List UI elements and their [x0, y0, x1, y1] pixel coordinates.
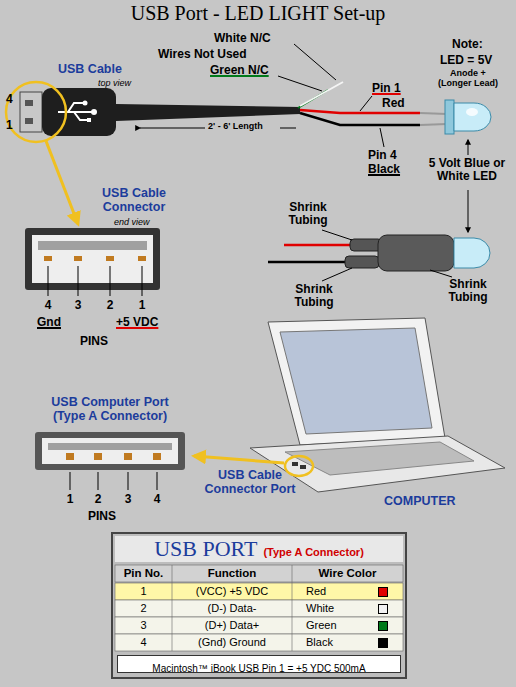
footnote-box: Macintosh™ iBook USB Pin 1 = +5 YDC 500m…	[117, 655, 401, 673]
pin-number: 2	[92, 493, 104, 506]
pin-number: 2	[104, 299, 116, 312]
color-swatch	[378, 621, 388, 631]
pin-number: 3	[72, 299, 84, 312]
legend-text: Black	[306, 636, 333, 648]
note-text: LED = 5V	[440, 54, 492, 67]
led-label: 5 Volt Blue or White LED	[428, 157, 506, 184]
cable-label: USB Cable	[58, 62, 122, 76]
legend-text: White	[306, 602, 334, 614]
table-cell: (Gnd) Ground	[172, 636, 292, 648]
laptop	[250, 318, 505, 492]
table-header: Wire Color	[292, 567, 403, 580]
table-cell: 2	[115, 602, 172, 614]
title: USB Port - LED LIGHT Set-up	[0, 2, 516, 24]
table-cell: 4	[115, 636, 172, 648]
table-header: Pin No.	[115, 567, 172, 580]
pins-label: PINS	[80, 335, 108, 348]
tubing-label: Shrink Tubing	[290, 283, 338, 310]
wire-note: White N/C	[214, 32, 271, 45]
shrink-tubing-figure	[268, 230, 490, 281]
pin-number: 4	[151, 493, 163, 506]
table-header: Function	[172, 567, 292, 580]
connector-label: USB Cable Connector	[92, 186, 176, 214]
computer-port	[35, 432, 185, 490]
pin-number: 4	[6, 93, 13, 106]
pin-number: 1	[6, 119, 13, 132]
note-heading: Note:	[452, 38, 483, 51]
view-label: end view	[114, 217, 150, 227]
port-label: USB Cable Connector Port	[198, 468, 302, 496]
tubing-label: Shrink Tubing	[444, 278, 492, 305]
footnote: Macintosh™ iBook USB Pin 1 = +5 YDC 500m…	[152, 663, 365, 674]
pin-number: 1	[136, 299, 148, 312]
table-frame: USB PORT (Type A Connector) Macintosh™ iBo…	[112, 533, 406, 678]
table-title: USB PORT	[154, 536, 257, 561]
leader-lines	[140, 44, 468, 232]
led	[445, 100, 491, 134]
highlight-circle	[6, 82, 66, 142]
legend-item: Black	[298, 636, 398, 650]
note-text: Anode + (Longer Lead)	[436, 68, 500, 88]
pin-name: +5 VDC	[116, 316, 158, 329]
callout-arrow	[46, 141, 78, 224]
pin-number: 4	[42, 299, 54, 312]
port-label: USB Computer Port (Type A Connector)	[40, 395, 180, 423]
table-cell: (D-) Data-	[172, 602, 292, 614]
connector-end-view	[25, 228, 160, 296]
wire-note: Green N/C	[210, 64, 269, 77]
dimension: 2' - 6' Length	[208, 121, 263, 131]
wires	[298, 82, 447, 125]
tubing-label: Shrink Tubing	[284, 201, 332, 228]
pin-name: Gnd	[37, 316, 61, 329]
wire-note: Wires Not Used	[158, 48, 247, 61]
table-cell: 3	[115, 619, 172, 631]
wire-color: Red	[382, 97, 405, 110]
color-swatch	[378, 638, 388, 648]
table-subtitle: (Type A Connector)	[263, 546, 363, 558]
pin-number: 1	[64, 493, 76, 506]
computer-label: COMPUTER	[384, 494, 456, 508]
callout-arrow	[194, 456, 284, 463]
legend-item: Green	[298, 619, 398, 633]
pins-label: PINS	[88, 510, 116, 523]
legend-text: Red	[306, 585, 326, 597]
color-swatch	[378, 587, 388, 597]
wire-color: Black	[368, 163, 400, 176]
table-cell: (VCC) +5 VDC	[172, 585, 292, 597]
legend-text: Green	[306, 619, 337, 631]
pin-table	[112, 533, 406, 678]
color-swatch	[378, 604, 388, 614]
view-label: top view	[98, 78, 131, 88]
pin-label: Pin 1	[372, 82, 401, 95]
table-cell: (D+) Data+	[172, 619, 292, 631]
pin-number: 3	[122, 493, 134, 506]
legend-item: Red	[298, 585, 398, 599]
legend-item: White	[298, 602, 398, 616]
table-cell: 1	[115, 585, 172, 597]
pin-label: Pin 4	[368, 149, 397, 162]
